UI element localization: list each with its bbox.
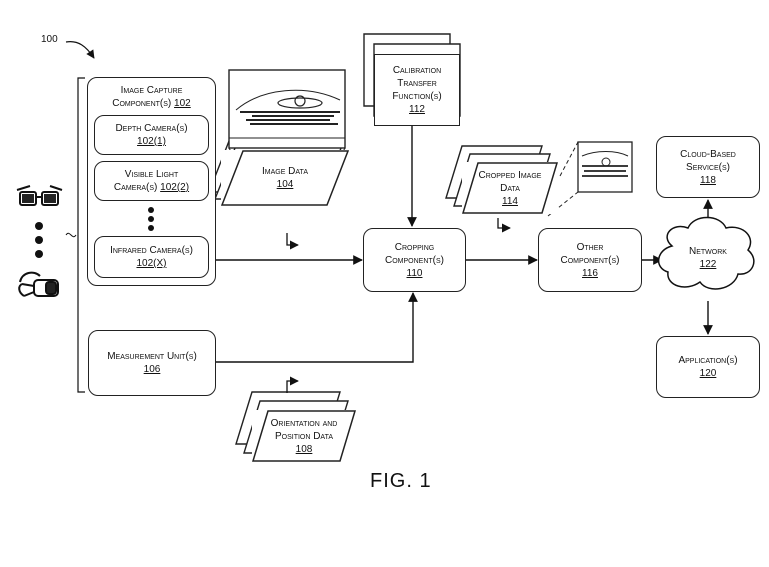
measurement-unit-ref: 106 xyxy=(143,364,161,375)
cropping-ref: 110 xyxy=(406,267,423,279)
other-ref: 116 xyxy=(582,267,598,279)
calibration-label-3: Function(s) xyxy=(392,91,442,102)
application-ref: 120 xyxy=(699,368,717,379)
network-ref: 122 xyxy=(699,259,717,270)
calibration-label-2: Transfer xyxy=(397,78,437,89)
measurement-unit-box: Measurement Unit(s) 106 xyxy=(88,330,216,396)
cropped-image-doc: Cropped Image Data 114 xyxy=(462,162,558,214)
camera-more-dots xyxy=(148,207,154,231)
other-component-box: Other Component(s) 116 xyxy=(538,228,642,292)
figure-caption: FIG. 1 xyxy=(370,470,432,492)
figure-pointer-arrow xyxy=(65,41,95,59)
infrared-camera-label: Infrared Camera(s) xyxy=(110,245,193,256)
calibration-doc: Calibration Transfer Function(s) 112 xyxy=(374,54,460,126)
orientation-data-ref: 108 xyxy=(295,443,313,455)
orientation-data-front-shape xyxy=(252,410,356,462)
image-data-arrow xyxy=(286,233,299,250)
other-label-2: Component(s) xyxy=(560,254,620,266)
image-data-ref: 104 xyxy=(276,179,294,190)
cropped-image-front-shape xyxy=(462,162,558,214)
orientation-data-doc: Orientation and Position Data 108 xyxy=(252,410,356,462)
visible-camera-box: Visible Light Camera(s) 102(2) xyxy=(94,161,209,201)
cropping-component-box: Cropping Component(s) 110 xyxy=(363,228,466,292)
cropping-label-2: Component(s) xyxy=(385,254,444,266)
orientation-data-label-1: Orientation and xyxy=(270,417,338,429)
cropped-image-label-1: Cropped Image xyxy=(478,169,542,181)
image-data-front-shape xyxy=(221,150,349,206)
other-label-1: Other xyxy=(576,241,604,253)
orientation-data-arrow xyxy=(286,376,299,393)
depth-camera-label: Depth Camera(s) xyxy=(115,123,188,134)
cloud-service-box: Cloud-Based Service(s) 118 xyxy=(656,136,760,198)
image-data-doc: Image Data 104 xyxy=(221,150,349,206)
calibration-ref: 112 xyxy=(409,104,425,115)
cloud-service-label-1: Cloud-Based xyxy=(680,148,736,160)
cloud-service-label-2: Service(s) xyxy=(686,161,730,173)
infrared-camera-box: Infrared Camera(s) 102(X) xyxy=(94,236,209,278)
network-label: Network 122 xyxy=(672,238,744,278)
headset-icon xyxy=(18,271,59,297)
cropped-image-ref: 114 xyxy=(502,195,518,207)
network-cloud-shape xyxy=(658,216,755,290)
application-box: Application(s) 120 xyxy=(656,336,760,398)
depth-camera-box: Depth Camera(s) 102(1) xyxy=(94,115,209,155)
cropped-image-label-2: Data xyxy=(500,182,520,194)
device-brace xyxy=(77,77,85,393)
orientation-data-label-2: Position Data xyxy=(274,430,334,442)
more-devices-dots xyxy=(35,222,43,258)
cropping-label-1: Cropping xyxy=(394,241,435,253)
glasses-icon xyxy=(16,185,63,206)
cloud-service-ref: 118 xyxy=(700,174,716,186)
application-label: Application(s) xyxy=(678,355,738,366)
figure-number-label: 100 xyxy=(41,34,58,45)
cropped-image-thumbnail xyxy=(547,141,633,217)
cropped-image-arrow xyxy=(497,218,511,233)
network-label-1: Network xyxy=(689,246,727,257)
measurement-unit-label: Measurement Unit(s) xyxy=(107,351,197,362)
image-data-label: Image Data xyxy=(262,166,308,177)
infrared-camera-ref: 102(X) xyxy=(136,258,167,269)
image-capture-title: Image Capture Component(s) 102 xyxy=(112,85,191,109)
calibration-label-1: Calibration xyxy=(392,65,442,76)
measurement-to-cropping-line xyxy=(216,292,418,363)
visible-camera-label: Visible Light xyxy=(124,169,179,180)
depth-camera-ref: 102(1) xyxy=(137,136,166,147)
